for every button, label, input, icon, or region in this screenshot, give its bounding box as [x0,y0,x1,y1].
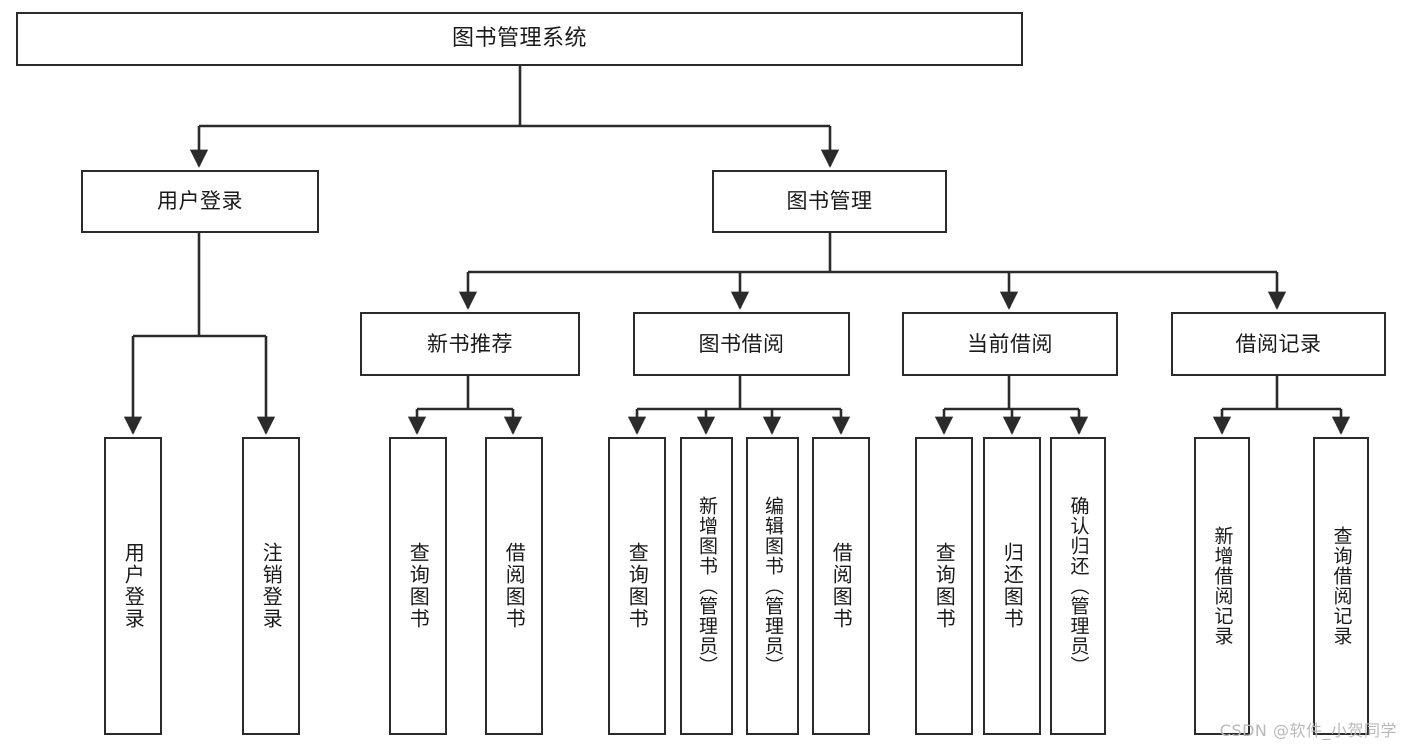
node-new-book-recommend[interactable]: 新书推荐 [360,312,580,376]
leaf-book-borrow-query[interactable]: 查询图书 [608,437,666,735]
leaf-current-borrow-confirm-return[interactable]: 确认归还（管理员） [1050,437,1106,735]
node-label: 查询图书 [406,542,431,630]
node-label: 借阅图书 [829,542,854,630]
node-label: 借阅图书 [502,542,527,630]
node-label: 注销登录 [259,542,284,630]
node-label: 新书推荐 [427,331,513,356]
node-book-borrow[interactable]: 图书借阅 [633,312,850,376]
leaf-user-login-logout[interactable]: 注销登录 [242,437,300,735]
node-label: 查询图书 [932,542,957,630]
node-label: 图书借阅 [698,331,785,356]
node-label: 查询图书 [625,542,650,630]
leaf-current-borrow-return[interactable]: 归还图书 [983,437,1041,735]
node-label: 归还图书 [1000,542,1025,630]
node-label: 查询借阅记录 [1330,526,1353,646]
node-user-login[interactable]: 用户登录 [81,170,319,233]
leaf-user-login-login[interactable]: 用户登录 [104,437,162,735]
node-book-management[interactable]: 图书管理 [712,170,947,233]
node-label: 用户登录 [157,189,243,214]
node-label: 确认归还（管理员） [1067,496,1090,676]
node-label: 用户登录 [121,542,146,630]
node-label: 新增借阅记录 [1211,526,1234,646]
leaf-book-borrow-add[interactable]: 新增图书（管理员） [680,437,733,735]
csdn-watermark: CSDN @软件_小贺同学 [1219,721,1397,740]
node-borrow-record[interactable]: 借阅记录 [1171,312,1386,376]
node-label: 借阅记录 [1235,331,1322,356]
leaf-current-borrow-query[interactable]: 查询图书 [915,437,973,735]
leaf-book-borrow-edit[interactable]: 编辑图书（管理员） [746,437,799,735]
node-current-borrow[interactable]: 当前借阅 [902,312,1118,376]
node-label: 图书管理系统 [451,26,587,52]
node-label: 新增图书（管理员） [696,496,719,676]
leaf-new-book-borrow[interactable]: 借阅图书 [485,437,543,735]
node-root-system[interactable]: 图书管理系统 [16,12,1023,66]
node-label: 当前借阅 [967,331,1053,356]
node-label: 编辑图书（管理员） [762,496,785,676]
leaf-new-book-query[interactable]: 查询图书 [389,437,447,735]
leaf-borrow-record-query[interactable]: 查询借阅记录 [1313,437,1369,735]
leaf-borrow-record-add[interactable]: 新增借阅记录 [1194,437,1250,735]
leaf-book-borrow-borrow[interactable]: 借阅图书 [812,437,870,735]
node-label: 图书管理 [786,189,873,214]
